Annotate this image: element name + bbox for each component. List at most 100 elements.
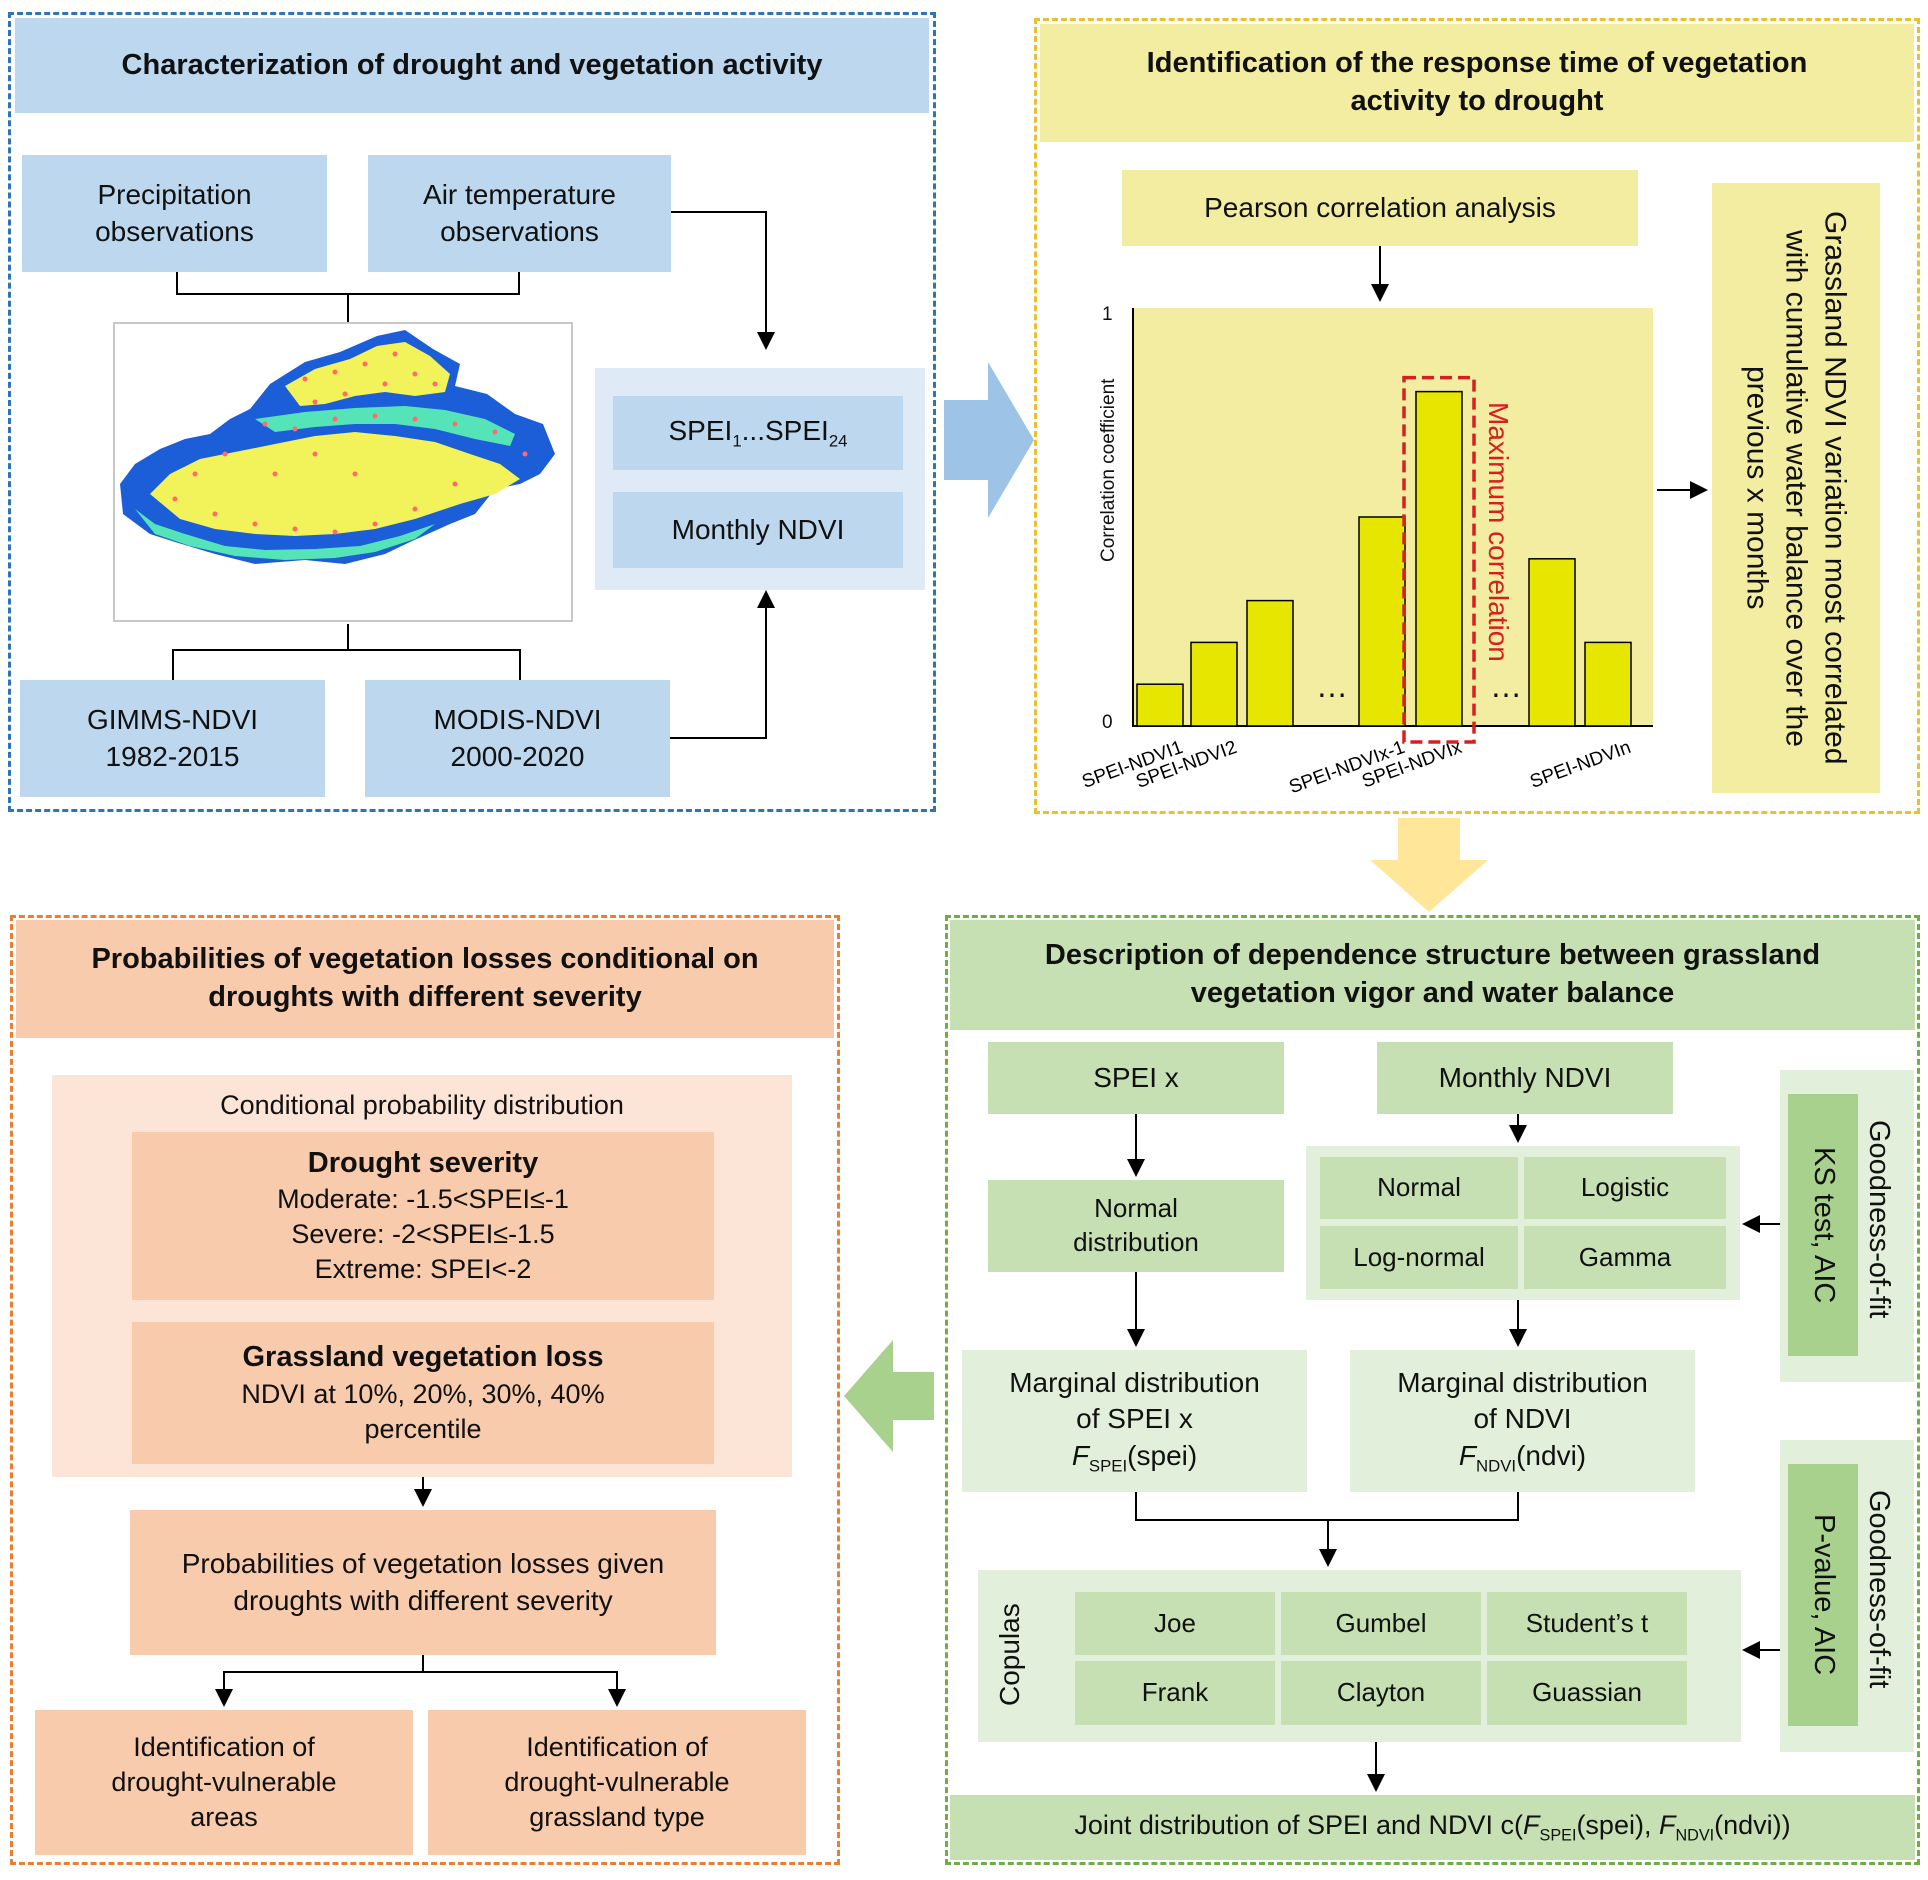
marginal-ndvi-l2: of NDVI bbox=[1473, 1403, 1572, 1435]
drought-severity-box: Drought severity Moderate: -1.5<SPEI≤-1 … bbox=[132, 1132, 714, 1300]
gof2-sub: P-value, AIC bbox=[1807, 1514, 1840, 1676]
spei-x-box: SPEI x bbox=[988, 1042, 1284, 1114]
joint-mid: (spei), bbox=[1576, 1810, 1659, 1841]
precipitation-box: Precipitation observations bbox=[22, 155, 327, 272]
f-spei: F bbox=[1071, 1439, 1089, 1471]
chart-ellipsis-2: … bbox=[1490, 668, 1522, 704]
spei-last-sub: 24 bbox=[828, 431, 848, 451]
arrow-right-blue-shape bbox=[944, 362, 1034, 518]
marginal-ndvi-formula: FNDVI(ndvi) bbox=[1459, 1438, 1586, 1477]
joint-f1: F bbox=[1523, 1810, 1540, 1841]
copula-gumbel: Gumbel bbox=[1281, 1592, 1481, 1655]
drought-severe: Severe: -2<SPEI≤-1.5 bbox=[291, 1219, 555, 1250]
monthly-ndvi-box-2: Monthly NDVI bbox=[1377, 1042, 1673, 1114]
map-kunlun-band bbox=[135, 509, 435, 560]
copula-students-t: Student’s t bbox=[1487, 1592, 1687, 1655]
spei-first-sub: 1 bbox=[732, 431, 742, 451]
panel-dependence bbox=[945, 915, 1920, 1865]
marginal-spei-l1: Marginal distribution bbox=[1009, 1366, 1260, 1398]
copula-joe: Joe bbox=[1075, 1592, 1275, 1655]
vegetation-loss-box: Grassland vegetation loss NDVI at 10%, 2… bbox=[132, 1322, 714, 1464]
gimms-name: GIMMS-NDVI bbox=[86, 704, 259, 736]
bar-spei-ndvi1 bbox=[1136, 683, 1184, 727]
bar-spei-ndvin bbox=[1584, 641, 1632, 727]
gof2-inner: P-value, AIC bbox=[1788, 1464, 1858, 1726]
drought-moderate: Moderate: -1.5<SPEI≤-1 bbox=[277, 1184, 569, 1215]
bar-spei-ndvi2 bbox=[1190, 641, 1238, 727]
gimms-years: 1982-2015 bbox=[105, 740, 240, 772]
copula-frank: Frank bbox=[1075, 1661, 1275, 1725]
modis-ndvi-box: MODIS-NDVI 2000-2020 bbox=[365, 680, 670, 797]
panel1-title: Characterization of drought and vegetati… bbox=[15, 18, 929, 113]
bar-spei-ndvin-1 bbox=[1528, 558, 1576, 727]
drought-severity-title: Drought severity bbox=[307, 1146, 539, 1179]
bar-spei-ndvix bbox=[1415, 390, 1463, 727]
dist-logistic: Logistic bbox=[1524, 1157, 1726, 1219]
air-temperature-box: Air temperature observations bbox=[368, 155, 671, 272]
f-spei-sub: SPEI bbox=[1088, 1456, 1128, 1476]
max-correlation-label: Maximum correlation bbox=[1483, 402, 1514, 662]
xinjiang-map bbox=[113, 322, 573, 622]
gimms-ndvi-box: GIMMS-NDVI 1982-2015 bbox=[20, 680, 325, 797]
pearson-box: Pearson correlation analysis bbox=[1122, 170, 1638, 246]
copula-clayton: Clayton bbox=[1281, 1661, 1481, 1725]
joint-sub1: SPEI bbox=[1539, 1826, 1577, 1845]
dist-normal: Normal bbox=[1320, 1157, 1518, 1219]
panel-response-time bbox=[1034, 18, 1920, 814]
bar-spei-ndvi3 bbox=[1246, 599, 1294, 727]
f-ndvi: F bbox=[1458, 1439, 1476, 1471]
copula-gaussian: Guassian bbox=[1487, 1661, 1687, 1725]
joint-sub2: NDVI bbox=[1675, 1826, 1715, 1845]
modis-name: MODIS-NDVI bbox=[433, 704, 602, 736]
map-south-basin bbox=[150, 432, 520, 536]
y-tick-1: 1 bbox=[1102, 304, 1113, 325]
gof1-sub: KS test, AIC bbox=[1807, 1146, 1840, 1304]
map-north-basin bbox=[285, 342, 450, 406]
modis-years: 2000-2020 bbox=[450, 740, 585, 772]
dist-gamma: Gamma bbox=[1524, 1226, 1726, 1289]
drought-extreme: Extreme: SPEI<-2 bbox=[314, 1254, 532, 1285]
arrow-down-yellow-shape bbox=[1370, 818, 1488, 912]
spei-last: SPEI bbox=[765, 415, 829, 447]
vegetation-loss-l1: NDVI at 10%, 20%, 30%, 40% bbox=[241, 1378, 605, 1409]
identify-areas-box: Identification of drought-vulnerable are… bbox=[35, 1710, 413, 1855]
spei-dots: ... bbox=[741, 415, 765, 447]
marginal-spei-box: Marginal distribution of SPEI x FSPEI(sp… bbox=[962, 1350, 1307, 1492]
joint-distribution-box: Joint distribution of SPEI and NDVI c(FS… bbox=[950, 1795, 1915, 1860]
chart-ellipsis-1: … bbox=[1316, 668, 1348, 704]
probabilities-box: Probabilities of vegetation losses given… bbox=[130, 1510, 716, 1655]
gof2-title: Goodness-of-fit bbox=[1863, 1490, 1895, 1689]
vegetation-loss-title: Grassland vegetation loss bbox=[242, 1341, 604, 1374]
f-spei-arg: (spei) bbox=[1127, 1439, 1198, 1471]
y-tick-0: 0 bbox=[1102, 712, 1113, 733]
bar-spei-ndvix-1 bbox=[1358, 516, 1406, 727]
panel-probabilities bbox=[10, 915, 840, 1865]
spei-first: SPEI bbox=[668, 415, 733, 447]
result-text: Grassland NDVI variation most correlated… bbox=[1740, 211, 1852, 765]
normal-distribution-box: Normal distribution bbox=[988, 1180, 1284, 1272]
joint-pre: Joint distribution of SPEI and NDVI c( bbox=[1074, 1810, 1524, 1841]
marginal-spei-formula: FSPEI(spei) bbox=[1072, 1438, 1197, 1477]
dist-log-normal: Log-normal bbox=[1320, 1226, 1518, 1289]
f-ndvi-arg: (ndvi) bbox=[1516, 1439, 1587, 1471]
max-correlation-highlight bbox=[1402, 375, 1476, 744]
vegetation-loss-l2: percentile bbox=[364, 1413, 482, 1444]
map-tianshan-band bbox=[255, 406, 515, 446]
cond-prob-title: Conditional probability distribution bbox=[220, 1090, 624, 1120]
marginal-ndvi-box: Marginal distribution of NDVI FNDVI(ndvi… bbox=[1350, 1350, 1695, 1492]
joint-f2: F bbox=[1658, 1810, 1676, 1841]
marginal-spei-l2: of SPEI x bbox=[1076, 1403, 1193, 1435]
marginal-ndvi-l1: Marginal distribution bbox=[1397, 1366, 1648, 1398]
spei-range-box: SPEI1...SPEI24 bbox=[613, 396, 903, 470]
panel-characterization bbox=[8, 12, 936, 812]
result-box: Grassland NDVI variation most correlated… bbox=[1712, 183, 1880, 793]
gof1-inner: KS test, AIC bbox=[1788, 1094, 1858, 1356]
panel2-title: Identification of the response time of v… bbox=[1040, 24, 1914, 142]
